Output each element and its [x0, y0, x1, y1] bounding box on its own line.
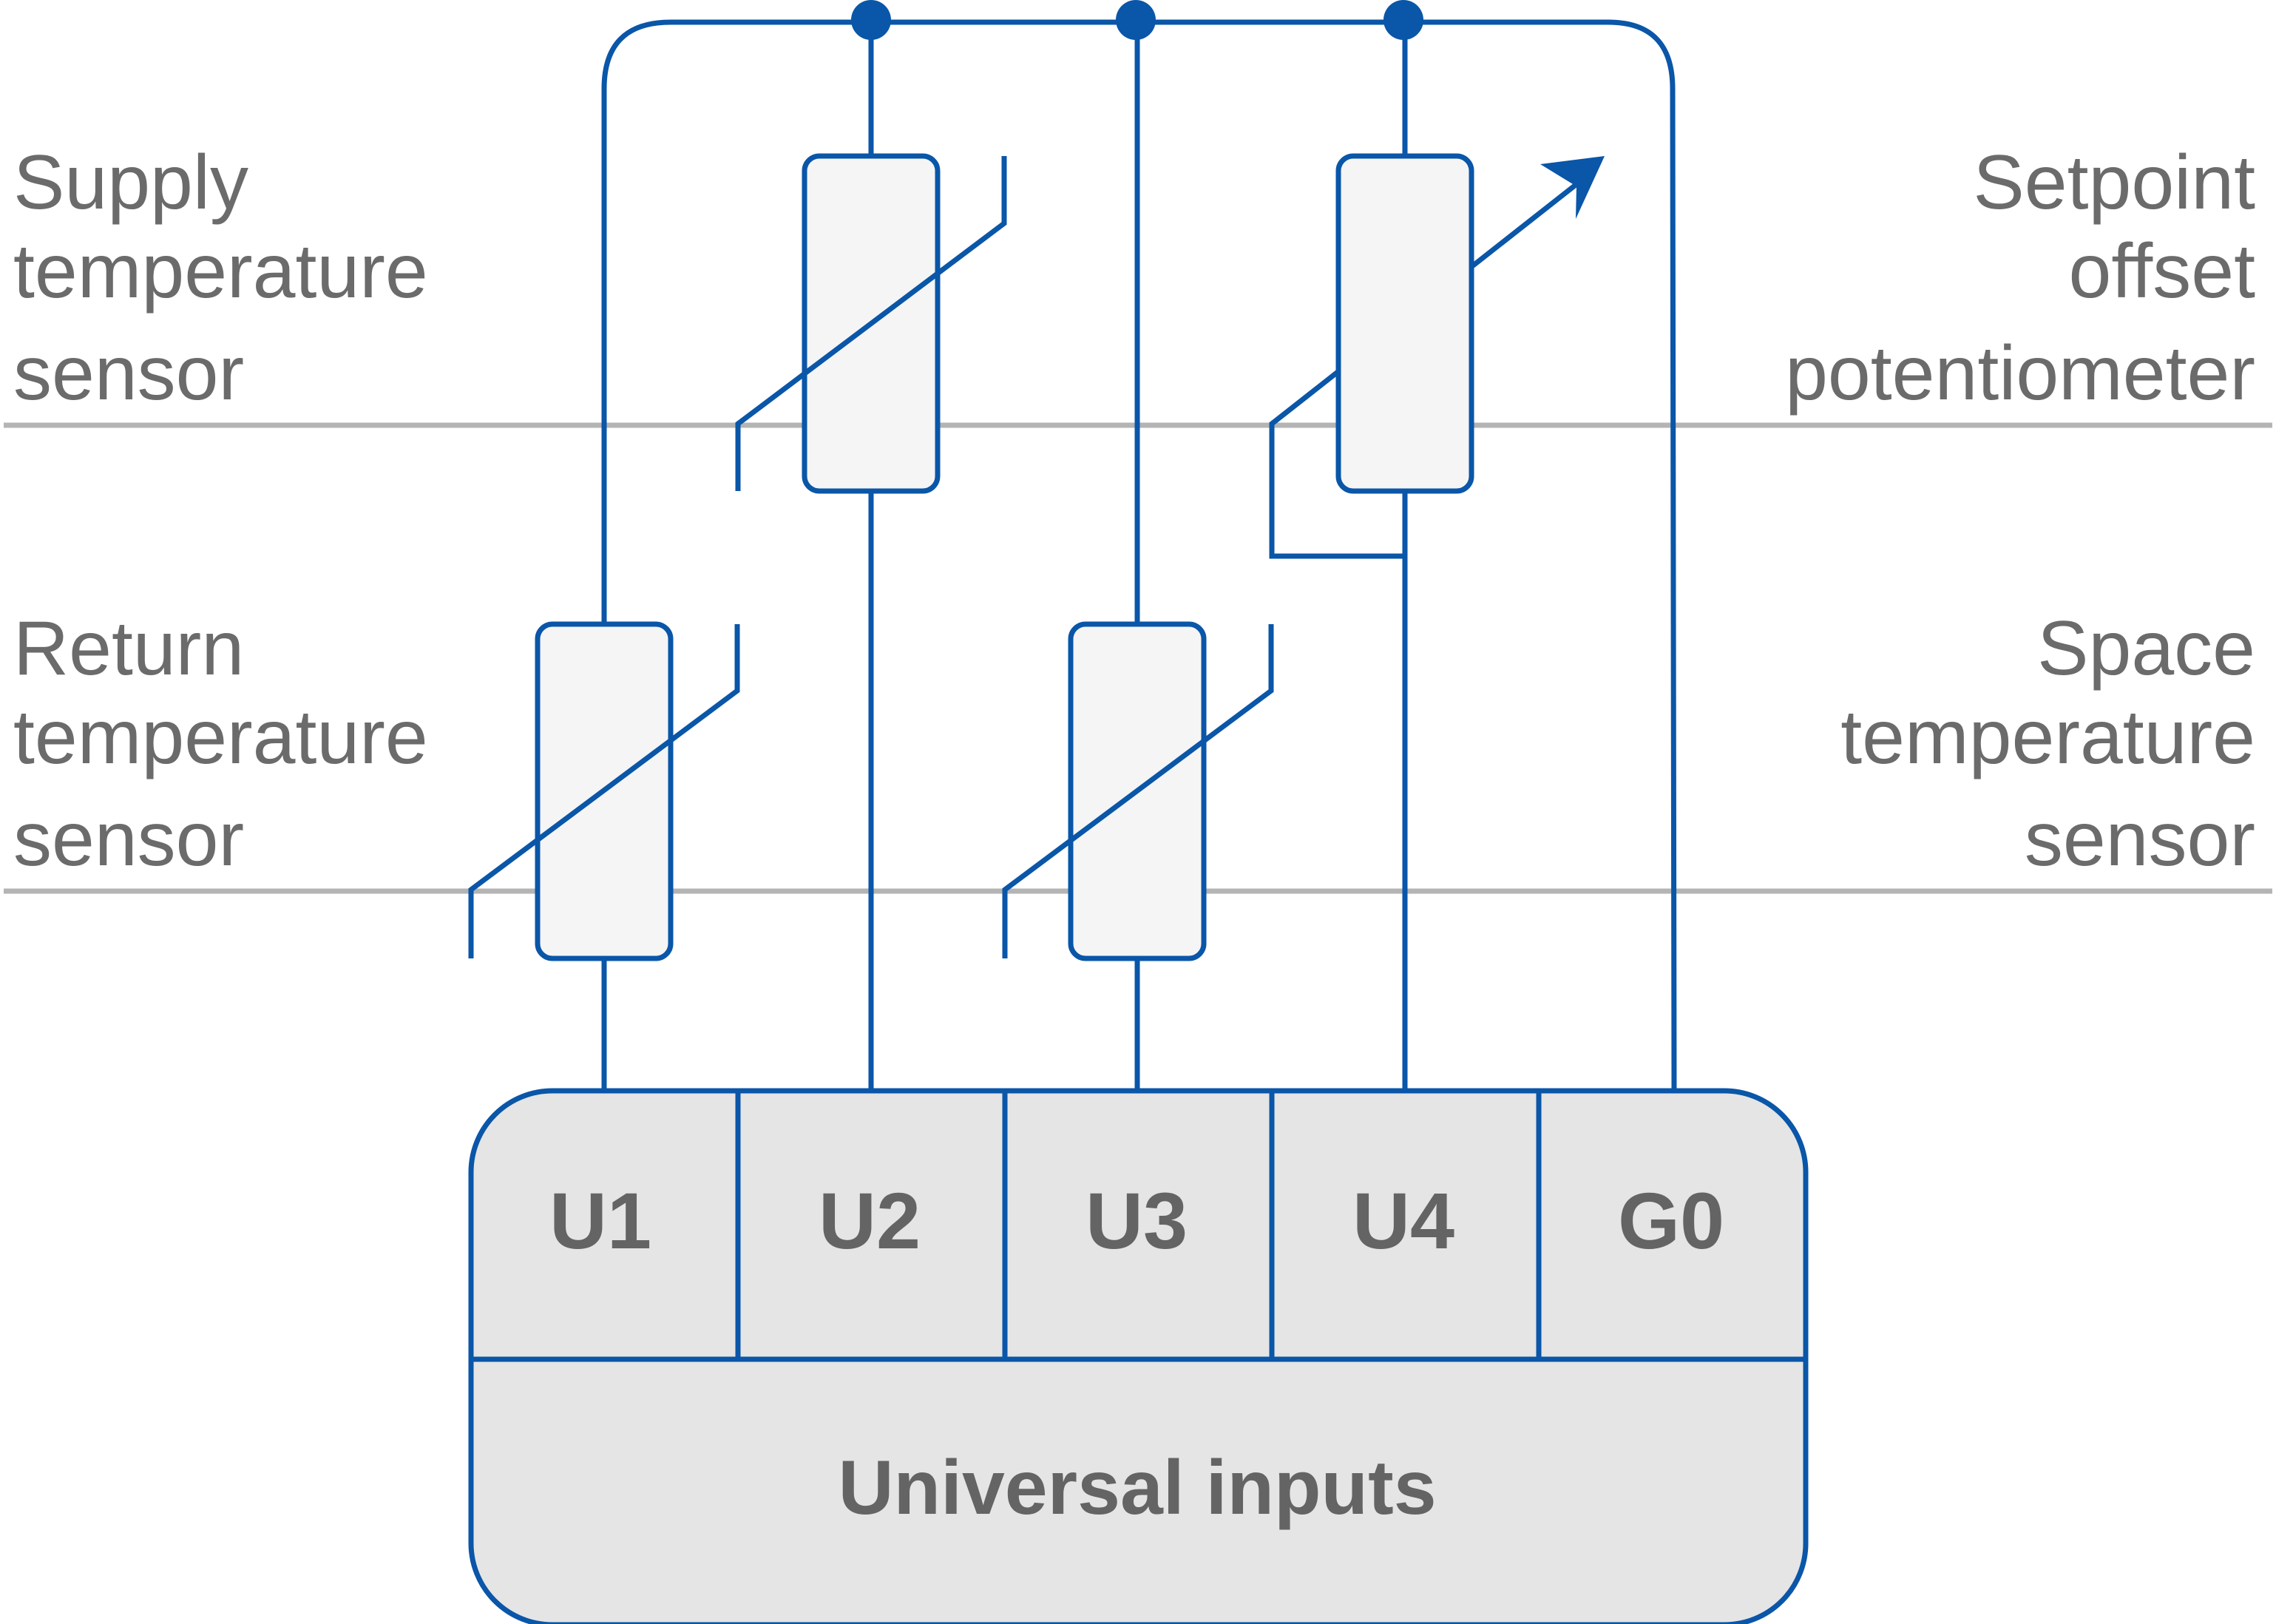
terminal-block: U1 U2 U3 U4 G0 Universal inputs	[468, 1088, 1809, 1624]
space-sensor-thermistor-symbol	[1002, 624, 1274, 958]
return-sensor-thermistor-symbol	[468, 624, 740, 958]
return-sensor-label-line-1: Return	[13, 606, 244, 691]
supply-sensor-thermistor-symbol	[735, 156, 1007, 491]
supply-sensor-label-line-3: sensor	[13, 331, 244, 416]
universal-inputs-label: Universal inputs	[838, 1445, 1436, 1531]
setpoint-label-line-3: potentiometer	[1785, 331, 2255, 416]
space-sensor-label-line-2: temperature	[1840, 694, 2255, 780]
space-sensor-label-line-1: Space	[2037, 606, 2255, 691]
terminal-g0-label: G0	[1618, 1176, 1724, 1265]
potentiometer-arrow-head	[1540, 156, 1605, 219]
supply-sensor-label-line-1: Supply	[13, 140, 248, 226]
terminal-u4-label: U4	[1352, 1176, 1454, 1265]
thermistor-marks	[468, 156, 1274, 958]
return-sensor-label-line-2: temperature	[13, 694, 428, 780]
terminal-u1-label: U1	[549, 1176, 651, 1265]
terminal-u3-label: U3	[1085, 1176, 1188, 1265]
terminal-u2-label: U2	[819, 1176, 921, 1265]
junctions	[851, 0, 1423, 40]
supply-sensor-label-line-2: temperature	[13, 229, 428, 314]
setpoint-potentiometer-resistor	[1335, 153, 1474, 494]
setpoint-label-line-2: offset	[2069, 229, 2256, 314]
junction-dot-u3	[1116, 0, 1156, 40]
space-sensor-label: Space temperature sensor	[1840, 606, 2255, 882]
junction-dot-u4	[1383, 0, 1423, 40]
return-sensor-label-line-3: sensor	[13, 796, 244, 882]
setpoint-label-line-1: Setpoint	[1973, 140, 2255, 226]
setpoint-potentiometer-label: Setpoint offset potentiometer	[1785, 140, 2255, 416]
space-sensor-label-line-3: sensor	[2025, 796, 2255, 882]
supply-sensor-label: Supply temperature sensor	[13, 140, 428, 416]
return-sensor-label: Return temperature sensor	[13, 606, 428, 882]
junction-dot-u2	[851, 0, 891, 40]
